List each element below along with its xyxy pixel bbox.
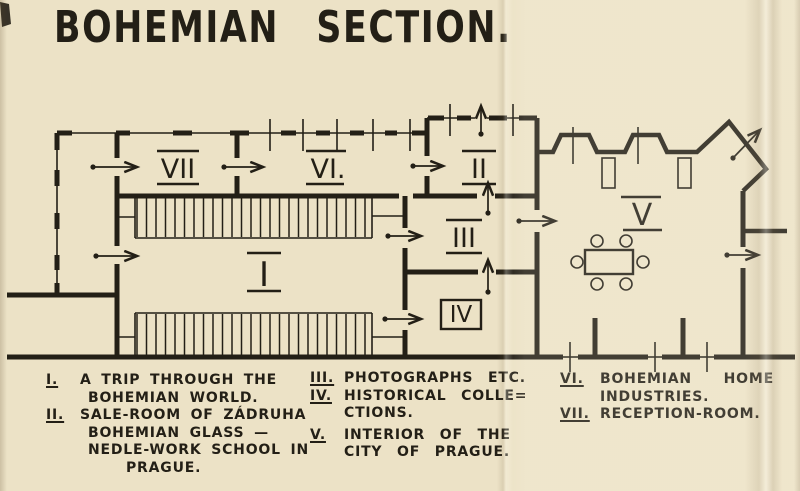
room-labels: VII VI. II III I IV V — [157, 149, 662, 331]
page-title: BOHEMIAN SECTION. — [54, 2, 512, 53]
chair — [619, 234, 633, 248]
room-label-II: II — [462, 149, 496, 186]
wall-dashes — [54, 115, 537, 295]
legend-entry: BOHEMIAN WORLD. — [88, 389, 259, 406]
legend-entry: NEDLE-WORK SCHOOL IN — [88, 442, 310, 459]
legend-entry: VI.BOHEMIAN HOME — [560, 371, 774, 387]
legend-entry: II.SALE-ROOM OF ZÁDRUHA — [46, 407, 307, 424]
legend-column-3: VI.BOHEMIAN HOME INDUSTRIES. VII.RECEPTI… — [560, 371, 774, 424]
display-pillar — [677, 157, 692, 189]
legend-entry: IV.HISTORICAL COLLE= — [310, 387, 528, 404]
room-label-VI: VI. — [306, 149, 346, 186]
legend-entry: VII.RECEPTION-ROOM. — [560, 406, 761, 423]
showcase-bottom — [117, 312, 404, 356]
svg-text:VI.: VI. — [310, 154, 345, 185]
svg-text:VII: VII — [161, 154, 195, 185]
chair — [619, 277, 633, 291]
door-arrows — [90, 106, 760, 322]
svg-text:I: I — [259, 255, 269, 295]
svg-text:V: V — [632, 198, 653, 233]
svg-text:IV: IV — [450, 302, 473, 328]
chair — [570, 255, 584, 269]
room-label-IV: IV — [439, 298, 483, 331]
legend-column-2: III.PHOTOGRAPHS ETC. IV.HISTORICAL COLLE… — [310, 370, 527, 462]
svg-text:III: III — [452, 223, 476, 254]
legend-entry: V.INTERIOR OF THE — [310, 426, 511, 443]
chair — [590, 234, 604, 248]
legend-entry: III.PHOTOGRAPHS ETC. — [310, 370, 526, 386]
svg-text:II: II — [471, 154, 487, 185]
room-label-VII: VII — [157, 149, 199, 186]
legend-entry: CTIONS. — [344, 405, 414, 422]
legend-entry: PRAGUE. — [126, 459, 202, 476]
room-label-III: III — [446, 218, 482, 255]
chair — [590, 277, 604, 291]
legend-column-1: I.A TRIP THROUGH THE BOHEMIAN WORLD. II.… — [46, 372, 309, 478]
legend-entry: CITY OF PRAGUE. — [344, 444, 511, 461]
showcase-top — [117, 198, 404, 239]
conference-table — [570, 234, 650, 291]
display-pillar — [601, 157, 616, 189]
legend-entry: I.A TRIP THROUGH THE — [46, 372, 278, 388]
window-ticks — [269, 104, 708, 372]
ink-blot — [0, 2, 11, 27]
legend-entry: INDUSTRIES. — [600, 388, 710, 405]
room-label-V: V — [621, 195, 662, 233]
chair — [636, 255, 650, 269]
room-label-I: I — [247, 251, 281, 295]
legend-entry: BOHEMIAN GLASS — — [88, 424, 269, 441]
walls — [7, 118, 795, 360]
